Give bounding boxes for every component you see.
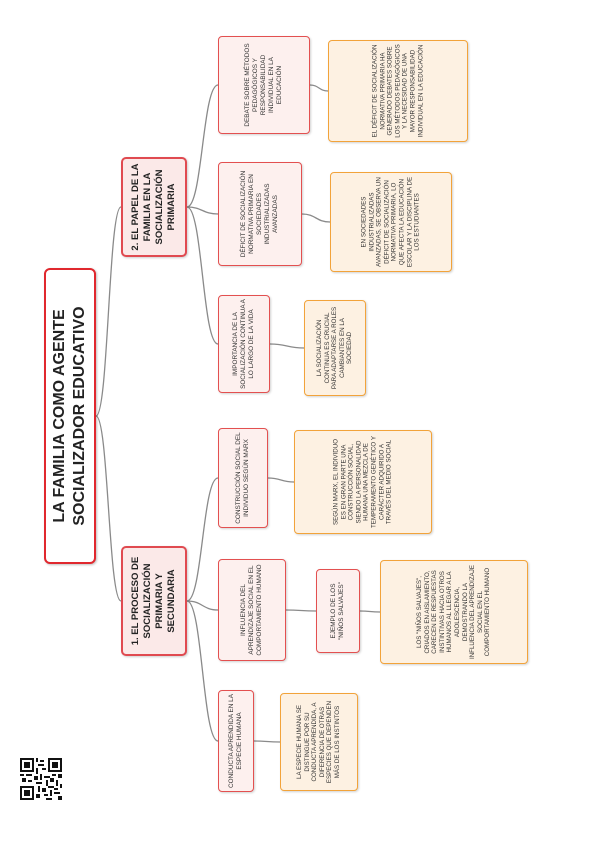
connector-root-branch2: [95, 206, 122, 417]
detail-node-debates-pedagogicos: EL DÉFICIT DE SOCIALIZACIÓN NORMATIVA PR…: [328, 40, 468, 142]
topic-node-debate-metodos: DEBATE SOBRE MÉTODOS PEDAGÓGICOS Y RESPO…: [218, 36, 310, 134]
branch-node-socializacion-primaria-secundaria: 1. EL PROCESO DE SOCIALIZACIÓN PRIMARIA …: [121, 546, 187, 656]
topic-node-label: DÉFICIT DE SOCIALIZACIÓN NORMATIVA PRIMA…: [240, 170, 279, 258]
root-node: LA FAMILIA COMO AGENTE SOCIALIZADOR EDUC…: [44, 268, 96, 564]
connector-topic-detail: [269, 343, 305, 349]
topic-node-socializacion-continua: IMPORTANCIA DE LA SOCIALIZACIÓN CONTINUA…: [218, 295, 270, 393]
connector-topic-detail: [301, 213, 331, 223]
connector-branch2-topic1: [186, 206, 219, 345]
detail-node-label: EL DÉFICIT DE SOCIALIZACIÓN NORMATIVA PR…: [371, 44, 424, 138]
detail-node-ninos-salvajes: LOS "NIÑOS SALVAJES", CRIADOS EN AISLAMI…: [380, 560, 528, 664]
detail-node-sociedades-industrializadas: EN SOCIEDADES INDUSTRIALIZADAS AVANZADAS…: [330, 172, 452, 272]
topic-node-label: CONSTRUCCIÓN SOCIAL DEL INDIVIDUO SEGÚN …: [235, 432, 250, 524]
topic-node-construccion-social-marx: CONSTRUCCIÓN SOCIAL DEL INDIVIDUO SEGÚN …: [218, 428, 268, 528]
detail-node-label: SEGÚN MARX, EL INDIVIDUO ES EN GRAN PART…: [332, 436, 393, 528]
topic-node-conducta-aprendida: CONDUCTA APRENDIDA EN LA ESPECIE HUMANA: [218, 690, 254, 792]
connector-root-branch1: [95, 415, 122, 602]
connector-topic-detail: [309, 84, 329, 92]
connector-topic-subtopic: [285, 609, 317, 612]
topic-node-influencia-aprendizaje: INFLUENCIA DEL APRENDIZAJE SOCIAL EN EL …: [218, 559, 286, 661]
connector-branch1-topic3: [186, 477, 219, 602]
connector-subtopic-detail: [359, 610, 381, 613]
root-node-label: LA FAMILIA COMO AGENTE SOCIALIZADOR EDUC…: [51, 306, 88, 526]
branch-node-papel-familia: 2. EL PAPEL DE LA FAMILIA EN LA SOCIALIZ…: [121, 157, 187, 257]
branch-node-label: 1. EL PROCESO DE SOCIALIZACIÓN PRIMARIA …: [130, 556, 177, 646]
topic-node-deficit-socializacion: DÉFICIT DE SOCIALIZACIÓN NORMATIVA PRIMA…: [218, 162, 302, 266]
connector-topic-detail: [267, 477, 295, 483]
detail-node-label: LA SOCIALIZACIÓN CONTINUA ES CRUCIAL PAR…: [316, 306, 354, 390]
detail-node-socializacion-continua: LA SOCIALIZACIÓN CONTINUA ES CRUCIAL PAR…: [304, 300, 366, 396]
detail-node-label: LA ESPECIE HUMANA SE DISTINGUE POR SU CO…: [296, 700, 342, 784]
qr-code-icon: [20, 758, 62, 800]
connector-branch1-topic2: [186, 600, 219, 611]
topic-node-label: DEBATE SOBRE MÉTODOS PEDAGÓGICOS Y RESPO…: [244, 43, 283, 127]
connector-branch1-topic1: [186, 600, 219, 742]
connector-topic-detail: [253, 740, 281, 743]
detail-node-label: EN SOCIEDADES INDUSTRIALIZADAS AVANZADAS…: [360, 176, 421, 268]
topic-node-label: CONDUCTA APRENDIDA EN LA ESPECIE HUMANA: [228, 694, 243, 788]
topic-node-label: EJEMPLO DE LOS "NIÑOS SALVAJES": [330, 582, 345, 640]
connector-branch2-topic2: [186, 206, 219, 215]
connector-branch2-topic3: [186, 84, 219, 208]
topic-node-label: INFLUENCIA DEL APRENDIZAJE SOCIAL EN EL …: [240, 564, 263, 656]
detail-node-especie-humana: LA ESPECIE HUMANA SE DISTINGUE POR SU CO…: [280, 693, 358, 791]
topic-node-ninos-salvajes: EJEMPLO DE LOS "NIÑOS SALVAJES": [316, 569, 360, 653]
detail-node-label: LOS "NIÑOS SALVAJES", CRIADOS EN AISLAMI…: [416, 565, 492, 659]
branch-node-label: 2. EL PAPEL DE LA FAMILIA EN LA SOCIALIZ…: [130, 163, 177, 251]
topic-node-label: IMPORTANCIA DE LA SOCIALIZACIÓN CONTINUA…: [232, 299, 255, 389]
detail-node-marx: SEGÚN MARX, EL INDIVIDUO ES EN GRAN PART…: [294, 430, 432, 534]
